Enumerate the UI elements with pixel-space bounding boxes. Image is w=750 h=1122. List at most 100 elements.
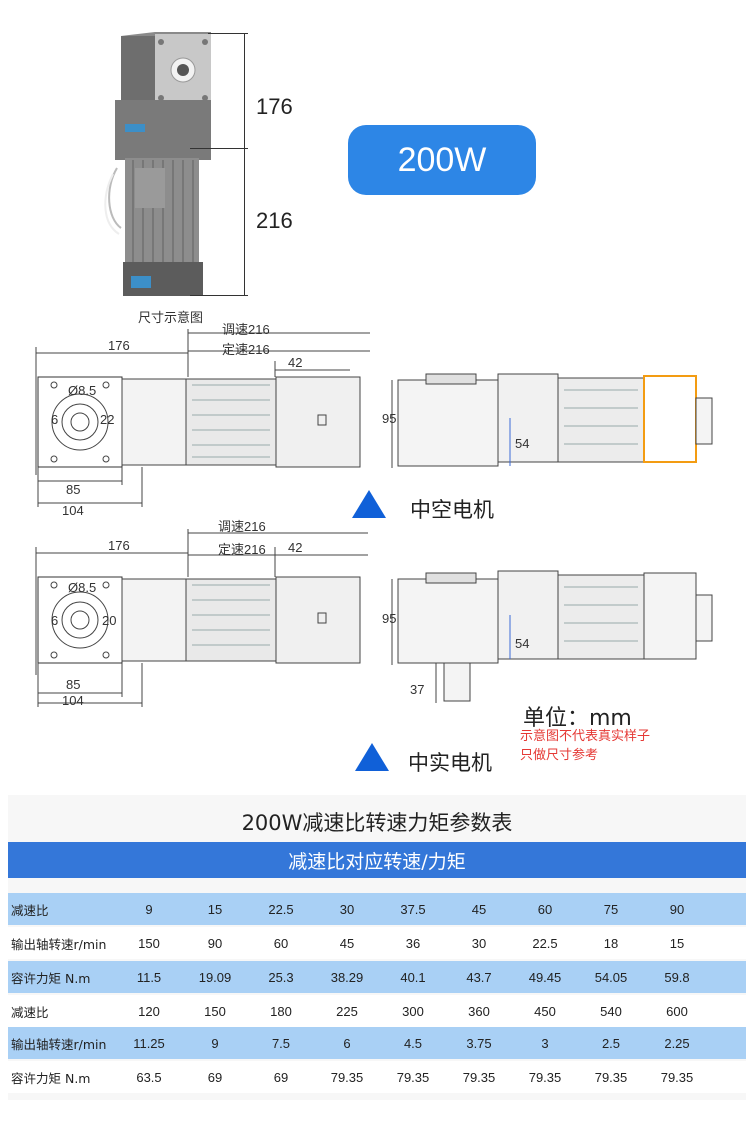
- dim-216-top: 216: [256, 208, 293, 233]
- hollow-dim-54: 54: [515, 436, 530, 451]
- solid-dim-85: 85: [66, 677, 81, 692]
- solid-label: 中实电机: [408, 751, 492, 775]
- solid-dim-37: 37: [410, 682, 425, 697]
- table-cell: 30: [471, 935, 487, 951]
- table-cell: 38.29: [330, 969, 364, 985]
- table-cell: 69: [207, 1069, 223, 1085]
- row-label: 容许力矩 N.m: [11, 1070, 91, 1086]
- table-cell: 9: [211, 1035, 219, 1051]
- solid-dim-104: 104: [62, 693, 84, 708]
- hollow-dim-95: 95: [382, 411, 397, 426]
- table-cell: 300: [402, 1003, 424, 1019]
- unit-label: 单位：mm: [523, 706, 632, 731]
- table-cell: 3: [541, 1035, 549, 1051]
- table-cell: 37.5: [400, 901, 426, 917]
- hollow-hole-6: 6: [51, 412, 59, 427]
- table-cell: 45: [339, 935, 355, 951]
- solid-dim-adjust: 调速216: [218, 519, 266, 534]
- table-cell: 15: [207, 901, 223, 917]
- motor-photo: [104, 32, 211, 296]
- row-label: 输出轴转速r/min: [11, 1036, 107, 1052]
- table-cell: 360: [468, 1003, 490, 1019]
- hollow-label: 中空电机: [410, 498, 494, 522]
- hollow-dim-fixed: 定速216: [222, 342, 270, 357]
- table-cell: 6: [343, 1035, 351, 1051]
- table-cell: 40.1: [400, 969, 426, 985]
- row-label: 容许力矩 N.m: [11, 970, 91, 986]
- solid-side-drawing: [391, 570, 713, 703]
- table-cell: 69: [273, 1069, 289, 1085]
- table-cell: 36: [405, 935, 421, 951]
- dim-tick-bottom: [190, 295, 248, 296]
- table-cell: 60: [273, 935, 289, 951]
- table-cell: 59.8: [664, 969, 690, 985]
- note-line-2: 只做尺寸参考: [520, 748, 599, 763]
- table-cell: 22.5: [268, 901, 294, 917]
- table-cell: 3.75: [466, 1035, 492, 1051]
- table-cell: 180: [270, 1003, 292, 1019]
- table-cell: 4.5: [403, 1035, 423, 1051]
- table-cell: 540: [600, 1003, 622, 1019]
- table-row: 输出轴转速r/min 11.25 9 7.5 6 4.5 3.75 3 2.5 2.25: [8, 1027, 746, 1059]
- table-cell: 79.35: [462, 1069, 496, 1085]
- dim-176-top: 176: [256, 94, 293, 119]
- solid-hole-6: 6: [51, 613, 59, 628]
- table-cell: 60: [537, 901, 553, 917]
- table-cell: 9: [145, 901, 153, 917]
- table-cell: 79.35: [660, 1069, 694, 1085]
- table-cell: 79.35: [528, 1069, 562, 1085]
- table-cell: 90: [669, 901, 685, 917]
- table-header: 减速比对应转速/力矩: [8, 842, 746, 878]
- table-cell: 2.5: [601, 1035, 621, 1051]
- table-cell: 79.35: [594, 1069, 628, 1085]
- hollow-dim-85: 85: [66, 482, 81, 497]
- solid-dim-54: 54: [515, 636, 530, 651]
- table-cell: 18: [603, 935, 619, 951]
- table-row: 容许力矩 N.m 63.5 69 69 79.35 79.35 79.35 79.35 79.3…: [8, 1061, 746, 1093]
- table-cell: 19.09: [198, 969, 232, 985]
- table-cell: 63.5: [136, 1069, 162, 1085]
- hollow-front-drawing: [35, 329, 370, 507]
- table-cell: 25.3: [268, 969, 294, 985]
- hollow-dim-42: 42: [288, 355, 303, 370]
- table-cell: 79.35: [330, 1069, 364, 1085]
- hollow-dim-adjust: 调速216: [222, 322, 270, 337]
- table-cell: 2.25: [664, 1035, 690, 1051]
- table-cell: 600: [666, 1003, 688, 1019]
- solid-dim-176: 176: [108, 538, 130, 553]
- table-cell: 90: [207, 935, 223, 951]
- table-cell: 75: [603, 901, 619, 917]
- table-cell: 225: [336, 1003, 358, 1019]
- table-cell: 450: [534, 1003, 556, 1019]
- solid-hole-8-5: Ø8.5: [68, 580, 97, 595]
- dim-tick-mid: [190, 148, 248, 149]
- photo-caption: 尺寸示意图: [138, 310, 204, 325]
- row-label: 输出轴转速r/min: [11, 936, 107, 952]
- table-cell: 15: [669, 935, 685, 951]
- hollow-side-drawing: [391, 373, 713, 468]
- table-cell: 120: [138, 1003, 160, 1019]
- hollow-dim-104: 104: [62, 503, 84, 518]
- power-badge: 200W: [348, 125, 536, 195]
- dim-tick-top: [208, 33, 248, 34]
- table-cell: 150: [204, 1003, 226, 1019]
- table-title: 200W减速比转速力矩参数表: [241, 811, 513, 835]
- table-cell: 22.5: [532, 935, 558, 951]
- table-cell: 49.45: [528, 969, 562, 985]
- table-cell: 79.35: [396, 1069, 430, 1085]
- solid-dim-fixed: 定速216: [218, 542, 266, 557]
- solid-triangle-icon: [355, 743, 389, 771]
- table-cell: 11.25: [133, 1035, 165, 1051]
- table-cell: 54.05: [594, 969, 628, 985]
- table-cell: 43.7: [466, 969, 492, 985]
- hollow-dim-176: 176: [108, 338, 130, 353]
- solid-dim-95: 95: [382, 611, 397, 626]
- hollow-triangle-icon: [352, 490, 386, 518]
- table-cell: 7.5: [271, 1035, 291, 1051]
- note-line-1: 示意图不代表真实样子: [520, 729, 651, 744]
